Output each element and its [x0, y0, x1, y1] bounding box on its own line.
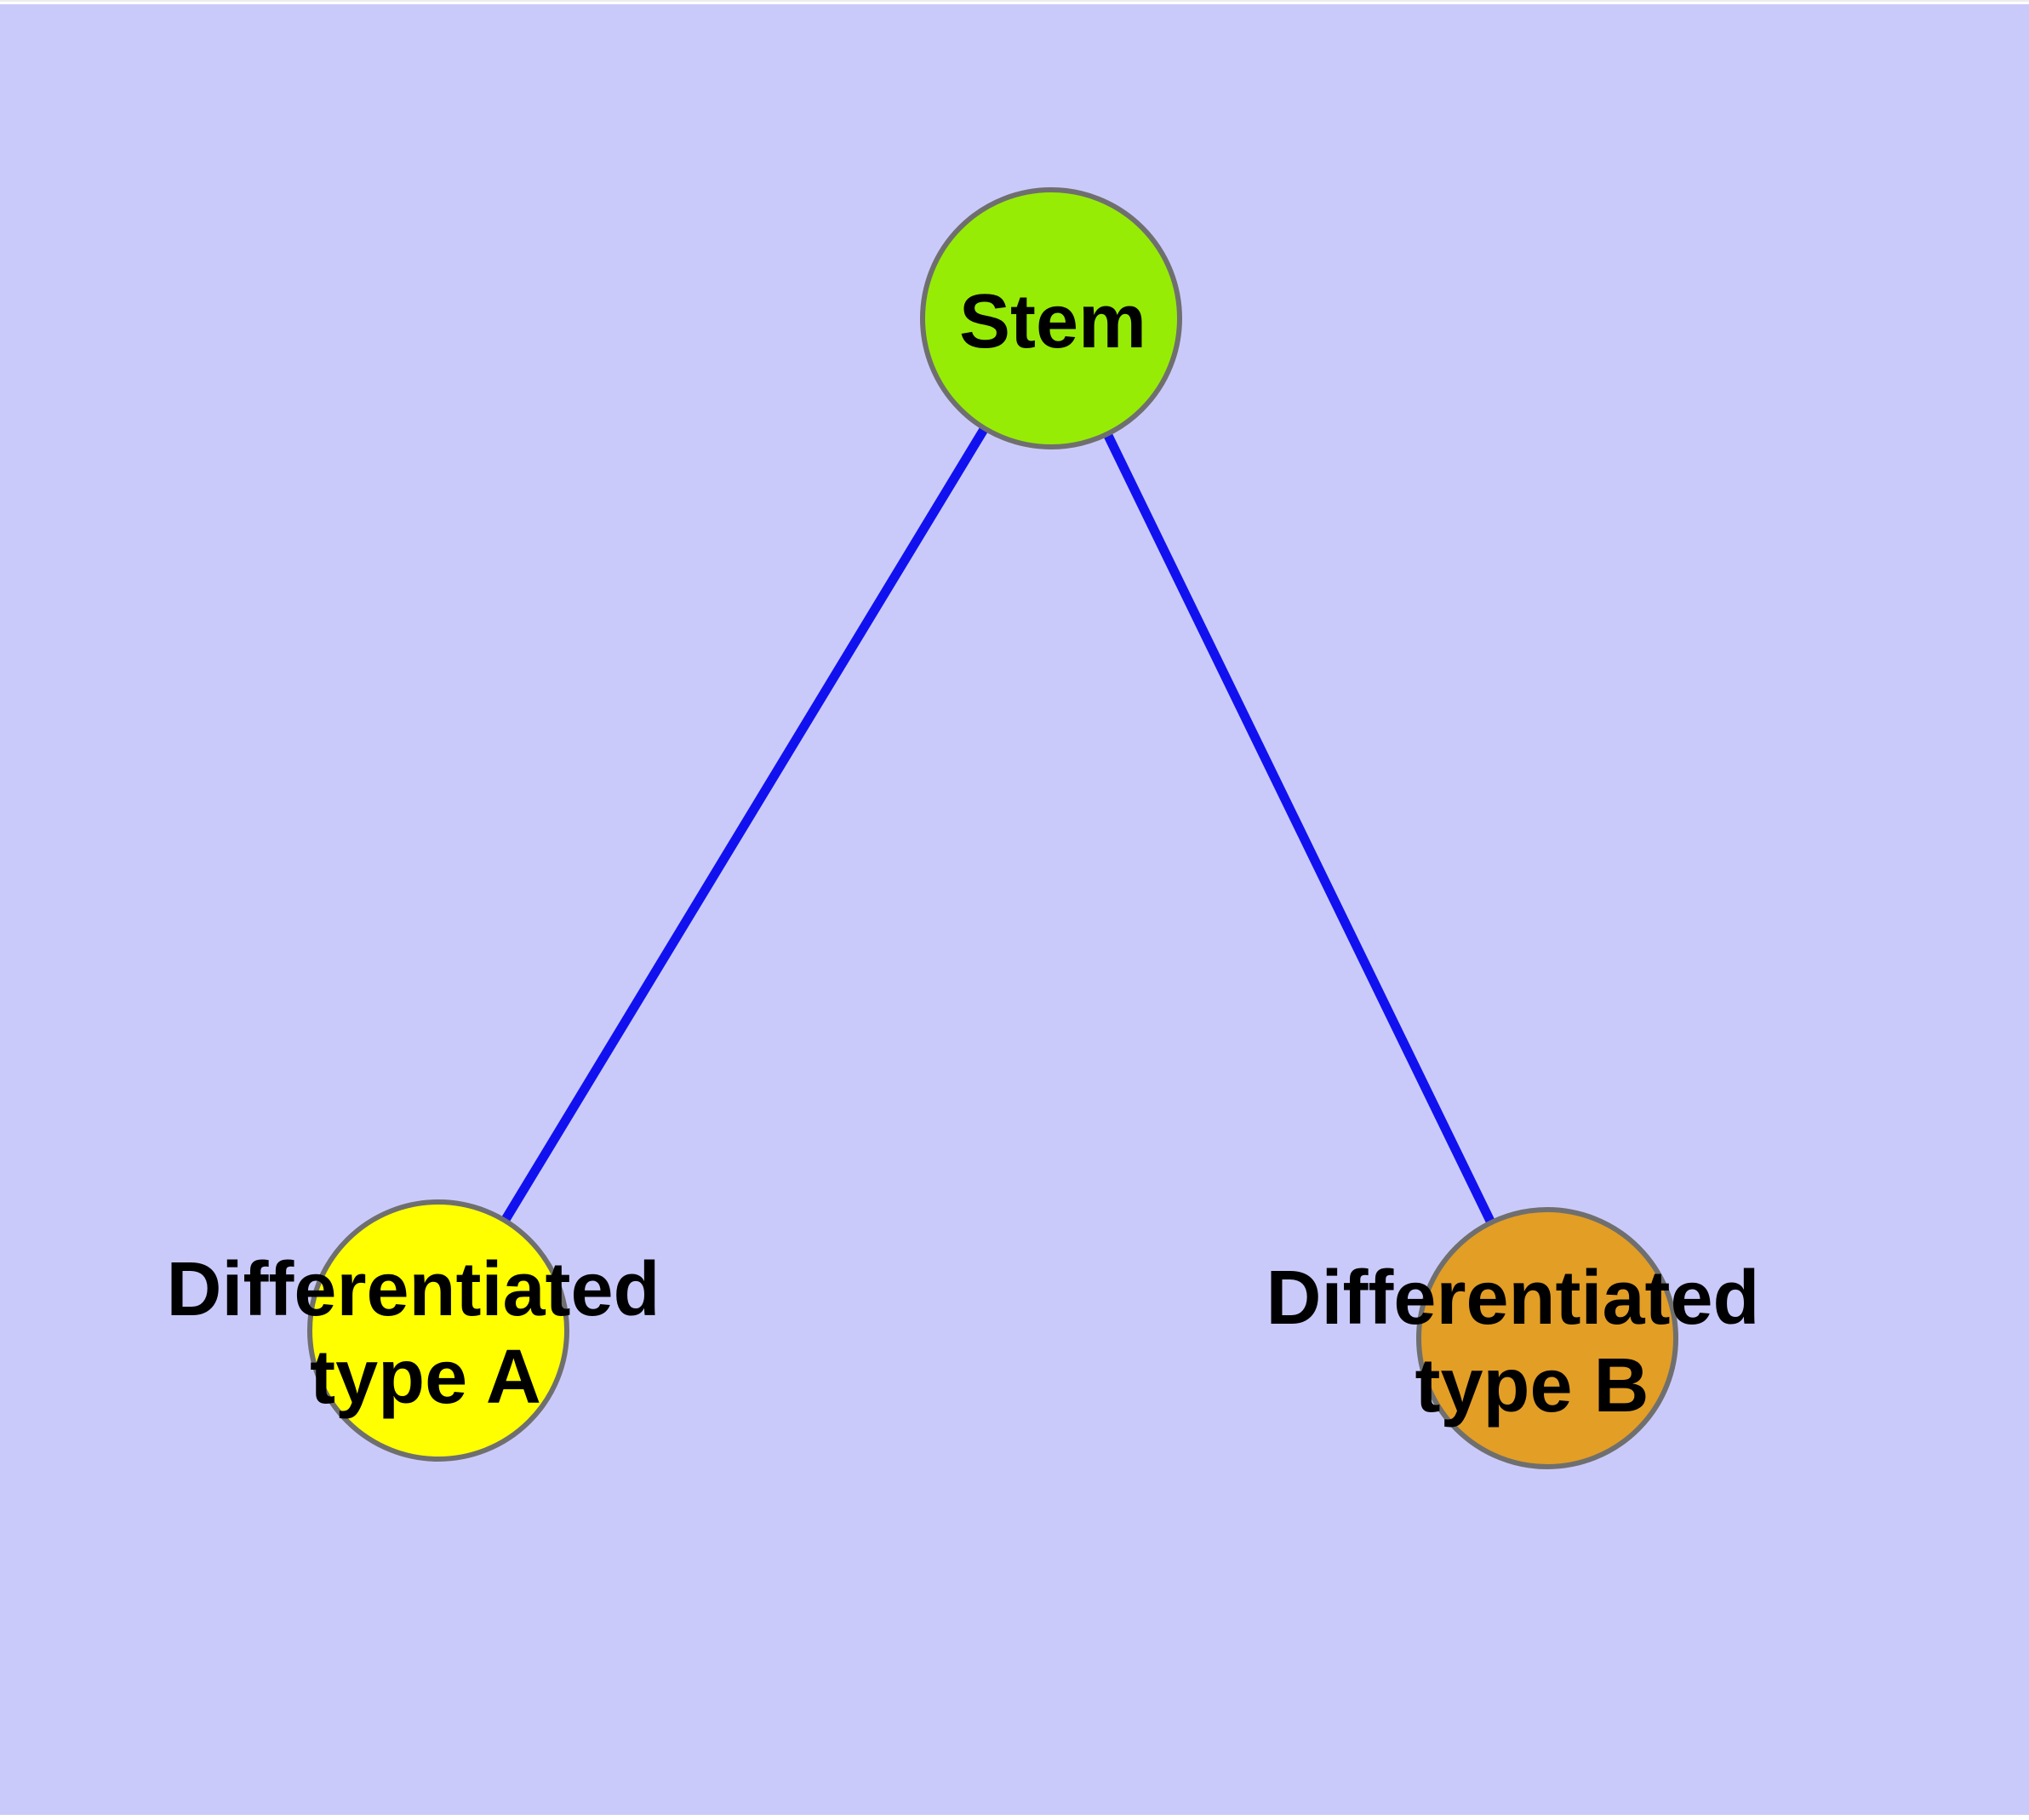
frame-top-line [0, 0, 2029, 2]
type-a-node [307, 1199, 569, 1462]
type-a-label-line1: Differentiated [166, 1247, 660, 1332]
type-b-node [1416, 1207, 1678, 1469]
stem-node [920, 187, 1182, 449]
type-b-node-label: Differentiated type B [1266, 1256, 1780, 1428]
edge-stem-to-type-a [434, 316, 1055, 1333]
type-a-label-line2: type A [310, 1335, 541, 1420]
type-a-node-label: Differentiated type A [166, 1247, 681, 1420]
type-b-label-line1: Differentiated [1266, 1256, 1759, 1341]
stem-node-label: Stem [959, 279, 1146, 364]
type-b-label-line2: type B [1415, 1343, 1649, 1428]
edge-stem-to-type-b [1047, 316, 1552, 1341]
